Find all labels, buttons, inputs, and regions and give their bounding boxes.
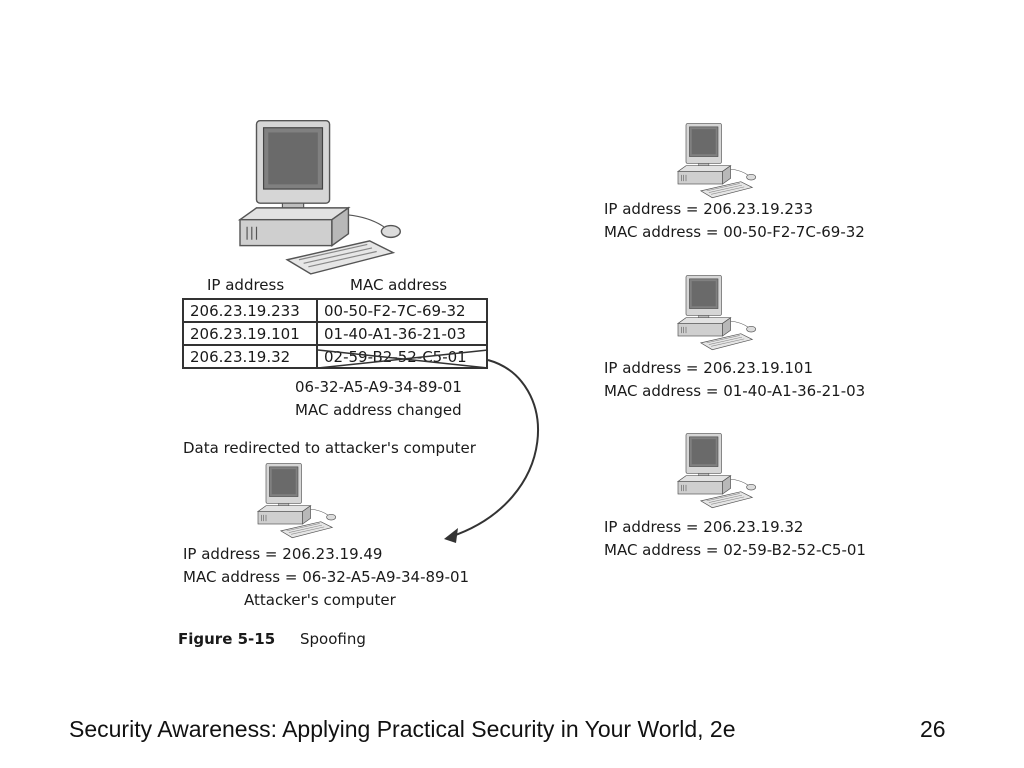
attacker-computer-icon xyxy=(257,463,337,539)
host-computer-icon xyxy=(677,433,757,509)
table-row: 206.23.19.32 02-59-B2-52-C5-01 xyxy=(182,344,488,369)
host-mac: MAC address = 02-59-B2-52-C5-01 xyxy=(604,541,866,559)
host-computer-icon xyxy=(677,123,757,199)
figure-number: Figure 5-15 xyxy=(178,630,276,648)
table-cell-ip: 206.23.19.32 xyxy=(182,344,318,369)
figure-title: Spoofing xyxy=(300,630,366,648)
table-cell-ip: 206.23.19.101 xyxy=(182,321,318,346)
changed-mac-value: 06-32-A5-A9-34-89-01 xyxy=(295,378,462,396)
page-number: 26 xyxy=(920,716,946,742)
host-ip: IP address = 206.23.19.32 xyxy=(604,518,804,536)
attacker-label: Attacker's computer xyxy=(244,591,396,609)
table-header-mac: MAC address xyxy=(350,276,448,294)
host-ip: IP address = 206.23.19.233 xyxy=(604,200,814,218)
table-row: 206.23.19.233 00-50-F2-7C-69-32 xyxy=(182,298,488,323)
table-cell-ip: 206.23.19.233 xyxy=(182,298,318,323)
arp-table: 206.23.19.233 00-50-F2-7C-69-32 206.23.1… xyxy=(182,298,488,369)
host-computer-icon xyxy=(677,275,757,351)
table-cell-mac: 01-40-A1-36-21-03 xyxy=(316,321,488,346)
host-mac: MAC address = 00-50-F2-7C-69-32 xyxy=(604,223,865,241)
host-ip: IP address = 206.23.19.101 xyxy=(604,359,814,377)
table-header-ip: IP address xyxy=(207,276,285,294)
arrow-curve xyxy=(449,359,539,538)
redirect-label: Data redirected to attacker's computer xyxy=(183,439,476,457)
table-cell-mac: 00-50-F2-7C-69-32 xyxy=(316,298,488,323)
arrow-head xyxy=(444,528,458,543)
host-mac: MAC address = 01-40-A1-36-21-03 xyxy=(604,382,866,400)
strike-line xyxy=(317,349,489,369)
changed-mac-note: MAC address changed xyxy=(295,401,462,419)
attacker-mac: MAC address = 06-32-A5-A9-34-89-01 xyxy=(183,568,470,586)
slide-footer: Security Awareness: Applying Practical S… xyxy=(69,716,736,742)
attacker-ip: IP address = 206.23.19.49 xyxy=(183,545,383,563)
table-row: 206.23.19.101 01-40-A1-36-21-03 xyxy=(182,321,488,346)
